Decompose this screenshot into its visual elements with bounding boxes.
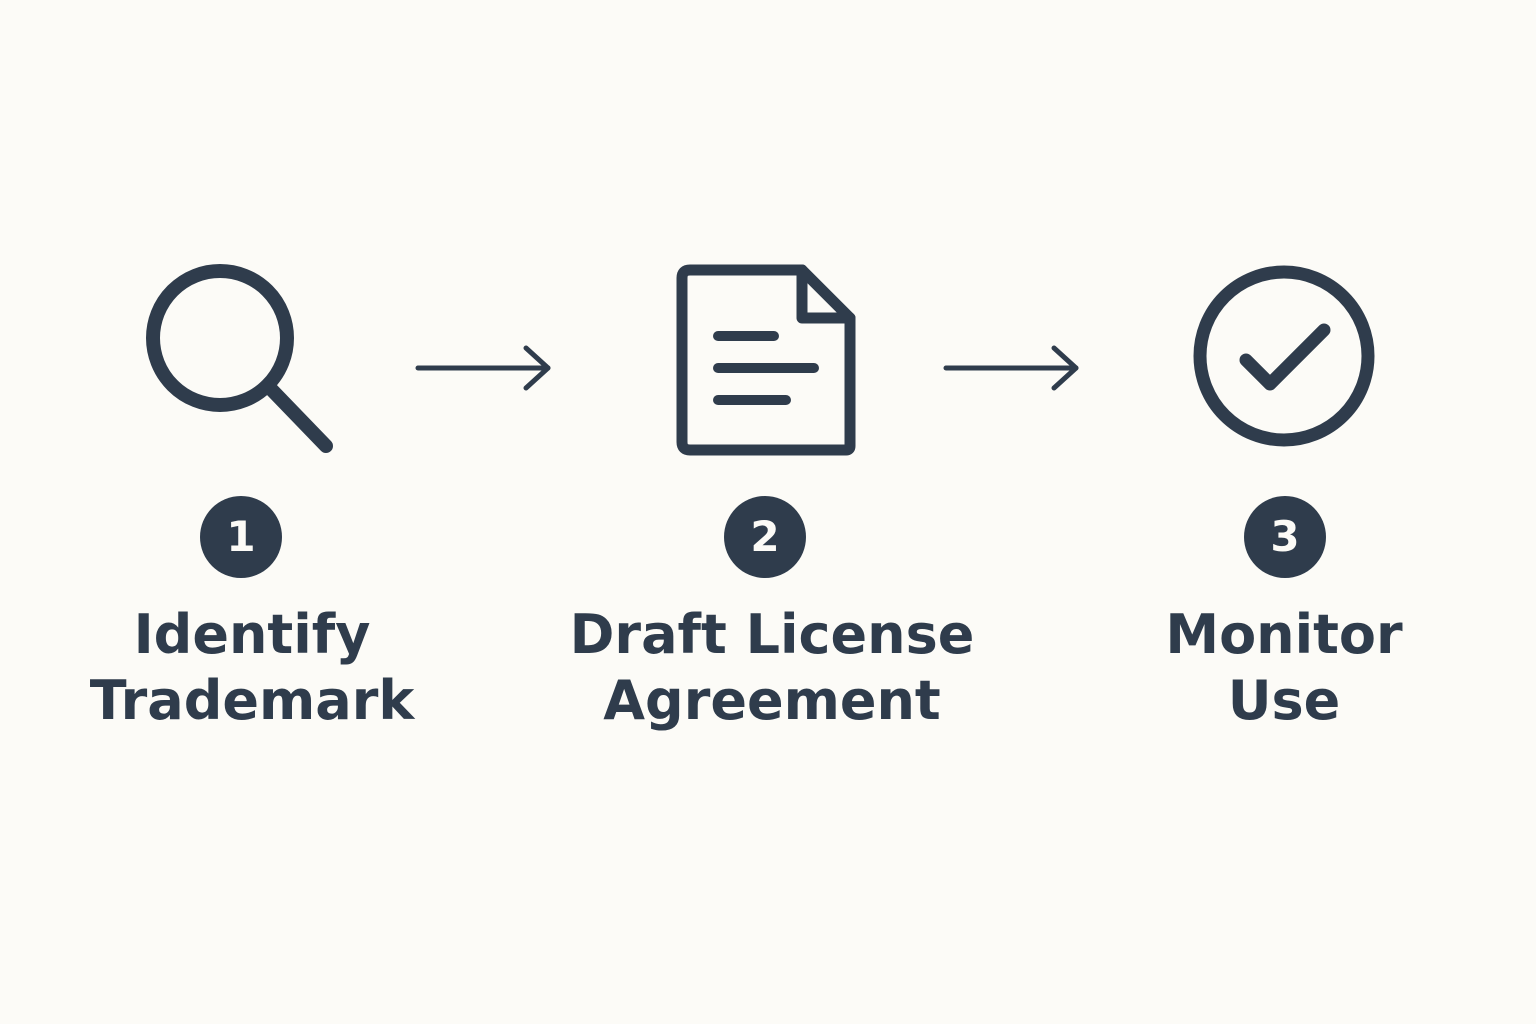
step-label-line: Agreement (603, 669, 941, 732)
step-number-badge: 1 (200, 496, 282, 578)
step-label-line: Use (1227, 669, 1341, 732)
step-label-line: Monitor (1165, 603, 1403, 666)
step-label-line: Trademark (89, 669, 415, 732)
magnifying-glass-icon (140, 260, 340, 460)
step-label-line: Draft License (569, 603, 975, 666)
document-icon (666, 260, 866, 460)
step-number-badge: 3 (1244, 496, 1326, 578)
step-label: Draft License Agreement (552, 602, 992, 734)
step-label: Identify Trademark (32, 602, 472, 734)
step-label-line: Identify (133, 603, 371, 666)
arrow-right-icon (414, 340, 554, 396)
arrow-right-icon (942, 340, 1082, 396)
step-label: Monitor Use (1064, 602, 1504, 734)
step-number-badge: 2 (724, 496, 806, 578)
check-circle-icon (1184, 260, 1384, 460)
